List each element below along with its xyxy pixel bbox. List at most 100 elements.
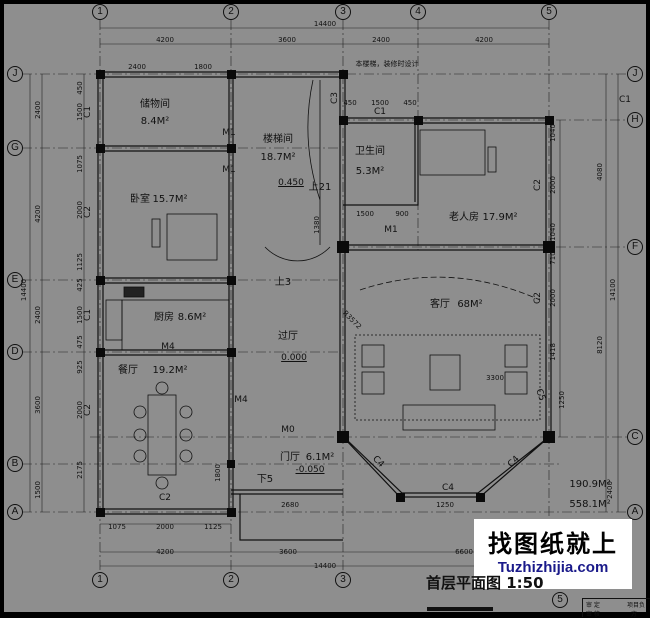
dim-text: 8120 bbox=[596, 336, 604, 354]
room-name: 餐厅 bbox=[118, 365, 138, 376]
drawing-sheet: 1 2 3 4 5 1 2 3 5 J G E D B A J H F C A … bbox=[4, 4, 650, 618]
watermark-url: Tuzhizhijia.com bbox=[497, 559, 609, 576]
watermark-cn: 找图纸就上 bbox=[488, 530, 618, 558]
dim-text: 1125 bbox=[204, 523, 222, 531]
window-label: C1 bbox=[83, 308, 93, 322]
dim-text: 14100 bbox=[609, 278, 617, 302]
dim-text: 1500 bbox=[371, 99, 389, 107]
dim-text: 1040 bbox=[549, 124, 557, 142]
window-label: C2 bbox=[533, 178, 543, 192]
dim-text: 1800 bbox=[194, 63, 212, 71]
window-label: C2 bbox=[83, 205, 93, 219]
drawing-title: 首层平面图 1:50 bbox=[426, 574, 544, 592]
axis-4-top: 4 bbox=[410, 4, 426, 20]
stair-direction: 上3 bbox=[274, 277, 292, 288]
floor-plan-linework bbox=[22, 20, 628, 570]
room-area: 68M² bbox=[457, 299, 483, 310]
dim-text: 425 bbox=[76, 278, 84, 292]
window-label: C1 bbox=[373, 107, 387, 117]
dim-text: 4200 bbox=[156, 548, 174, 556]
room-name: 楼梯间 bbox=[263, 134, 293, 145]
dim-text: 2000 bbox=[549, 176, 557, 194]
dim-text: 14400 bbox=[20, 278, 28, 302]
dim-text: 3300 bbox=[486, 374, 504, 382]
axis-D-left: D bbox=[7, 344, 23, 360]
axis-F-right: F bbox=[627, 239, 643, 255]
dim-text: 2400 bbox=[34, 306, 42, 324]
axis-J-left: J bbox=[7, 66, 23, 82]
title-block-cell: 方 bbox=[631, 611, 638, 618]
dim-text: 3600 bbox=[34, 396, 42, 414]
room-name: 卧室 bbox=[130, 194, 150, 205]
window-label: C1 bbox=[618, 95, 632, 105]
room-name: 老人房 bbox=[449, 212, 479, 223]
axis-A-left: A bbox=[7, 504, 23, 520]
window-label: C1 bbox=[83, 105, 93, 119]
dim-text: 1125 bbox=[76, 253, 84, 271]
door-label: M1 bbox=[222, 128, 236, 138]
title-block-approve: 审 定 bbox=[586, 602, 600, 609]
door-label: M4 bbox=[234, 395, 248, 405]
room-name: 门厅 bbox=[280, 452, 300, 463]
dim-text: 2400 bbox=[372, 36, 390, 44]
dim-text: 4080 bbox=[596, 163, 604, 181]
axis-2-bottom: 2 bbox=[223, 572, 239, 588]
floor-area: 190.9M² bbox=[569, 479, 611, 490]
window-label: C2 bbox=[83, 403, 93, 417]
level-mark: -0.050 bbox=[295, 465, 325, 475]
dim-text: 2400 bbox=[34, 101, 42, 119]
window-label: C2 bbox=[533, 291, 543, 305]
dim-text: 4200 bbox=[475, 36, 493, 44]
door-label: M4 bbox=[161, 342, 175, 352]
dim-text: 6600 bbox=[455, 548, 473, 556]
door-label: M1 bbox=[384, 225, 398, 235]
room-area: 17.9M² bbox=[482, 212, 518, 223]
axis-2-top: 2 bbox=[223, 4, 239, 20]
dim-text: 1250 bbox=[558, 391, 566, 409]
window-label: C2 bbox=[158, 493, 172, 503]
level-mark: 0.000 bbox=[281, 353, 307, 363]
dim-text: 475 bbox=[76, 335, 84, 349]
room-area: 8.6M² bbox=[177, 312, 207, 323]
dim-text: 1075 bbox=[108, 523, 126, 531]
dim-text: 1040 bbox=[549, 223, 557, 241]
axis-C-right: C bbox=[627, 429, 643, 445]
stair-direction: 上21 bbox=[308, 182, 332, 193]
dim-text: 1800 bbox=[214, 464, 222, 482]
axis-3-bottom: 3 bbox=[335, 572, 351, 588]
dim-text: 925 bbox=[76, 360, 84, 374]
dim-text: 4200 bbox=[156, 36, 174, 44]
axis-G-left: G bbox=[7, 140, 23, 156]
room-name: 卫生间 bbox=[355, 146, 385, 157]
axis-1-bottom: 1 bbox=[92, 572, 108, 588]
room-area: 15.7M² bbox=[152, 194, 188, 205]
dim-text: 450 bbox=[343, 99, 357, 107]
dim-text: 2000 bbox=[549, 289, 557, 307]
dim-text: 4200 bbox=[34, 205, 42, 223]
dim-text: 3600 bbox=[279, 548, 297, 556]
axis-3-top: 3 bbox=[335, 4, 351, 20]
room-area: 19.2M² bbox=[152, 365, 188, 376]
window-label: C4 bbox=[441, 483, 455, 493]
room-name: 厨房 bbox=[154, 312, 174, 323]
furniture-and-fixtures bbox=[105, 79, 541, 490]
dim-text: 14400 bbox=[313, 562, 337, 570]
columns bbox=[96, 70, 555, 517]
door-label: M1 bbox=[222, 165, 236, 175]
axis-J-right: J bbox=[627, 66, 643, 82]
room-name: 储物间 bbox=[140, 99, 170, 110]
door-label: M0 bbox=[281, 425, 295, 435]
dim-text: 1418 bbox=[549, 343, 557, 361]
axis-A-right: A bbox=[627, 504, 643, 520]
dim-text: 2175 bbox=[76, 461, 84, 479]
axis-1-top: 1 bbox=[92, 4, 108, 20]
room-area: 6.1M² bbox=[305, 452, 335, 463]
room-name: 过厅 bbox=[278, 331, 298, 342]
dim-text: 1075 bbox=[76, 155, 84, 173]
dim-text: 3600 bbox=[278, 36, 296, 44]
room-name: 客厅 bbox=[430, 299, 450, 310]
dim-text: 1250 bbox=[436, 501, 454, 509]
dim-text: 450 bbox=[403, 99, 417, 107]
dim-text: 1500 bbox=[34, 481, 42, 499]
axis-E-left: E bbox=[7, 272, 23, 288]
